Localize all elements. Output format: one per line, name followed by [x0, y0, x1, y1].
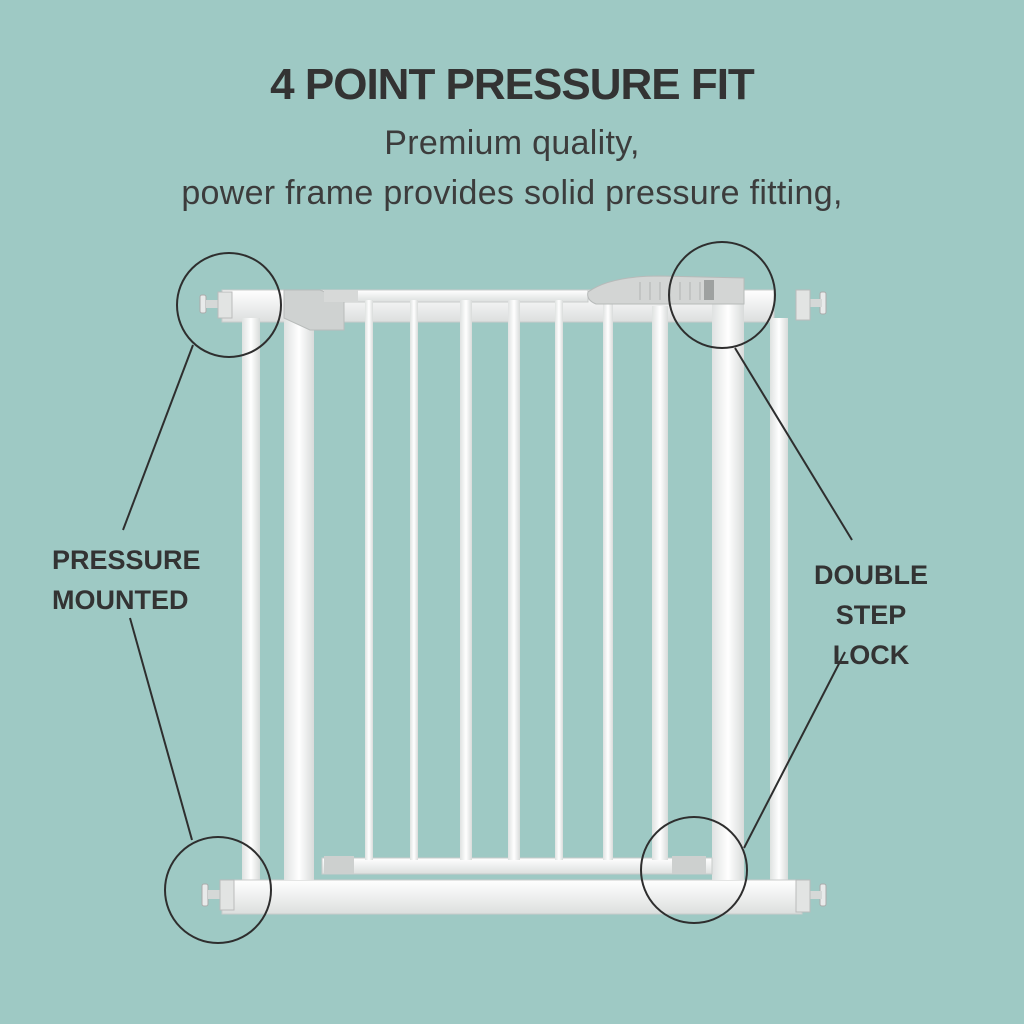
hinge-bracket [283, 289, 358, 331]
pressure-mounted-label: PRESSURE MOUNTED [52, 540, 201, 620]
subtitle-line-2: power frame provides solid pressure fitt… [181, 174, 843, 212]
callout-circle-bottom-right [640, 816, 748, 924]
bottom-stop-right [672, 856, 706, 874]
double-step-lock-line-1: DOUBLE STEP [814, 560, 928, 630]
latch-handle [587, 275, 745, 305]
headline: 4 POINT PRESSURE FIT [270, 60, 755, 109]
pressure-spindle-bottom-left [201, 879, 235, 911]
pressure-mounted-line-2: MOUNTED [52, 585, 189, 615]
double-step-lock-label: DOUBLE STEP LOCK [778, 555, 964, 675]
callout-line-bottom-left [129, 617, 193, 841]
pressure-mounted-line-1: PRESSURE [52, 545, 201, 575]
callout-line-bottom-right [743, 651, 846, 849]
pressure-spindle-top-right [795, 289, 827, 321]
pressure-spindle-top-left [199, 291, 233, 319]
subtitle-line-1: Premium quality, [384, 124, 640, 162]
pressure-spindle-bottom-right [795, 879, 827, 913]
callout-line-top-left [122, 344, 194, 531]
gate-door [284, 289, 744, 880]
double-step-lock-line-2: LOCK [832, 640, 910, 670]
gate-bars [365, 300, 668, 860]
bottom-stop-left [324, 856, 354, 874]
callout-line-top-right [734, 347, 853, 541]
callout-circle-top-right [668, 241, 776, 349]
callout-circle-top-left [176, 252, 282, 358]
callout-circle-bottom-left [164, 836, 272, 944]
